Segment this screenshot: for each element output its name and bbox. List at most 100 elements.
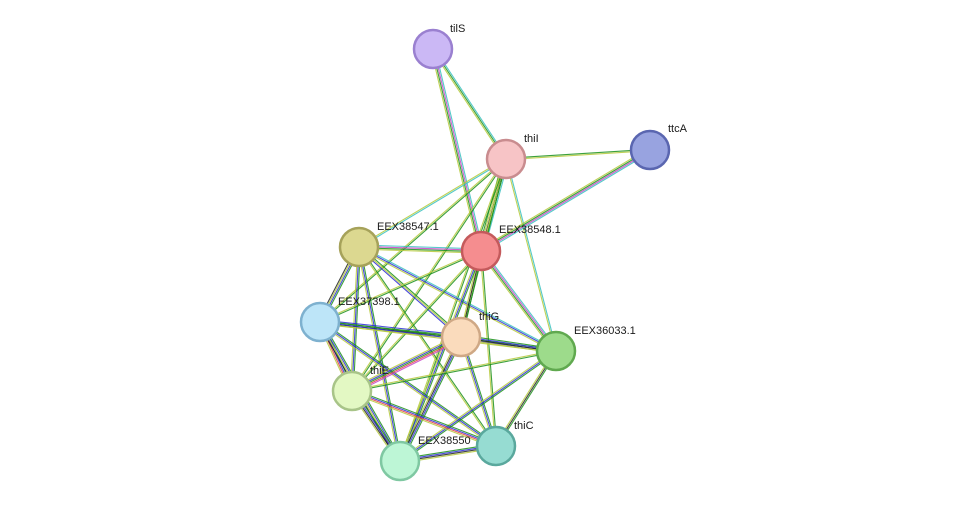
edge-line [320, 159, 507, 323]
edge-line [480, 251, 556, 352]
edge-tilS-EEX38548.1 [430, 48, 484, 252]
edge-line [359, 245, 463, 337]
edge-line [433, 47, 508, 159]
edge-line [481, 250, 498, 446]
node-tilS-label: tilS [450, 23, 465, 35]
edge-line [357, 247, 461, 339]
edge-line [479, 251, 496, 447]
node-ttcA-circle[interactable] [629, 129, 671, 171]
edge-EEX38548.1-thiC [479, 250, 498, 447]
node-thiE[interactable]: thiE [331, 365, 389, 412]
edge-line [431, 49, 481, 252]
edge-line [478, 251, 555, 353]
edge-line [352, 339, 463, 395]
node-EEX38547.1-circle[interactable] [338, 226, 380, 268]
node-EEX38548.1-label: EEX38548.1 [499, 224, 561, 236]
node-EEX38547.1-label: EEX38547.1 [377, 221, 439, 233]
node-thiG-circle[interactable] [440, 316, 482, 358]
edge-line [359, 244, 482, 250]
edge-thiG-EEX38550 [397, 335, 464, 463]
edge-thiI-EEX36033.1 [504, 158, 558, 352]
edge-line [352, 388, 497, 445]
edge-line [505, 148, 650, 159]
edge-line [320, 319, 462, 336]
node-thiI[interactable]: thiI [485, 133, 539, 180]
edge-thiI-EEX37398.1 [319, 158, 507, 323]
edge-line [319, 158, 506, 322]
node-tilS[interactable]: tilS [412, 23, 465, 70]
node-EEX38550[interactable]: EEX38550 [379, 435, 471, 482]
edge-line [357, 247, 400, 462]
edge-EEX38548.1-EEX36033.1 [478, 249, 559, 353]
edge-line [358, 246, 462, 338]
node-ttcA[interactable]: ttcA [629, 123, 688, 171]
edge-thiE-thiC [351, 388, 497, 449]
edge-line [359, 245, 557, 351]
edge-EEX38547.1-thiG [357, 245, 463, 339]
edge-thiI-EEX38547.1 [358, 157, 507, 249]
edge-line [482, 249, 559, 351]
node-EEX36033.1-circle[interactable] [535, 330, 577, 372]
edge-EEX38547.1-EEX38550 [357, 246, 402, 462]
edge-line [358, 247, 481, 253]
edge-line [359, 246, 498, 446]
edge-line [359, 159, 507, 249]
edge-EEX38548.1-EEX37398.1 [319, 249, 482, 324]
edge-line [433, 48, 483, 251]
edge-line [352, 351, 557, 393]
node-thiC-circle[interactable] [475, 425, 517, 467]
edge-line [434, 48, 484, 251]
node-EEX36033.1[interactable]: EEX36033.1 [535, 325, 636, 372]
edge-line [352, 251, 482, 392]
edge-line [352, 247, 361, 392]
node-EEX38548.1-circle[interactable] [460, 230, 502, 272]
node-EEX38550-label: EEX38550 [418, 435, 471, 447]
edge-line [351, 392, 496, 449]
node-EEX37398.1-label: EEX37398.1 [338, 296, 400, 308]
edge-line [398, 158, 506, 461]
edge-line [320, 251, 482, 324]
edge-line [358, 248, 481, 254]
node-thiE-circle[interactable] [331, 370, 373, 412]
node-thiC[interactable]: thiC [475, 420, 534, 467]
edge-ttcA-EEX38548.1 [479, 147, 652, 254]
edge-EEX36033.1-EEX38550 [398, 349, 558, 463]
node-EEX38548.1[interactable]: EEX38548.1 [460, 224, 561, 272]
edge-line [398, 336, 461, 461]
node-EEX38547.1[interactable]: EEX38547.1 [338, 221, 439, 268]
node-thiG[interactable]: thiG [440, 311, 499, 358]
node-thiE-label: thiE [370, 365, 389, 377]
edge-line [351, 391, 496, 448]
edge-line [319, 321, 497, 447]
node-tilS-circle[interactable] [412, 28, 454, 70]
node-thiI-circle[interactable] [485, 138, 527, 180]
node-ttcA-label: ttcA [668, 123, 688, 135]
node-EEX37398.1[interactable]: EEX37398.1 [299, 296, 400, 343]
edge-line [351, 336, 462, 392]
edge-line [357, 247, 496, 447]
edge-line [397, 335, 460, 461]
edge-line [318, 322, 496, 448]
edge-line [358, 247, 556, 353]
edge-EEX38547.1-thiE [350, 246, 361, 392]
edge-line [358, 157, 506, 247]
node-EEX38550-circle[interactable] [379, 440, 421, 482]
edge-line [351, 335, 461, 391]
edge-line [504, 159, 556, 352]
edge-EEX38547.1-EEX38548.1 [358, 244, 482, 254]
edge-EEX38547.1-thiC [357, 246, 498, 447]
edge-line [359, 246, 402, 461]
edge-line [430, 49, 480, 252]
edge-line [359, 245, 482, 251]
edge-line [319, 249, 481, 322]
edge-line [480, 148, 650, 251]
edge-line [350, 246, 359, 391]
nodes-layer: tilS thiI ttcA EEX38547.1 EEX38548.1 EEX… [299, 23, 688, 482]
edge-line [401, 337, 464, 463]
edge-line [398, 349, 556, 461]
edge-line [399, 350, 557, 462]
edge-line [479, 147, 650, 250]
edge-line [351, 246, 360, 392]
node-EEX37398.1-circle[interactable] [299, 301, 341, 343]
edge-EEX36033.1-thiE [351, 349, 557, 393]
